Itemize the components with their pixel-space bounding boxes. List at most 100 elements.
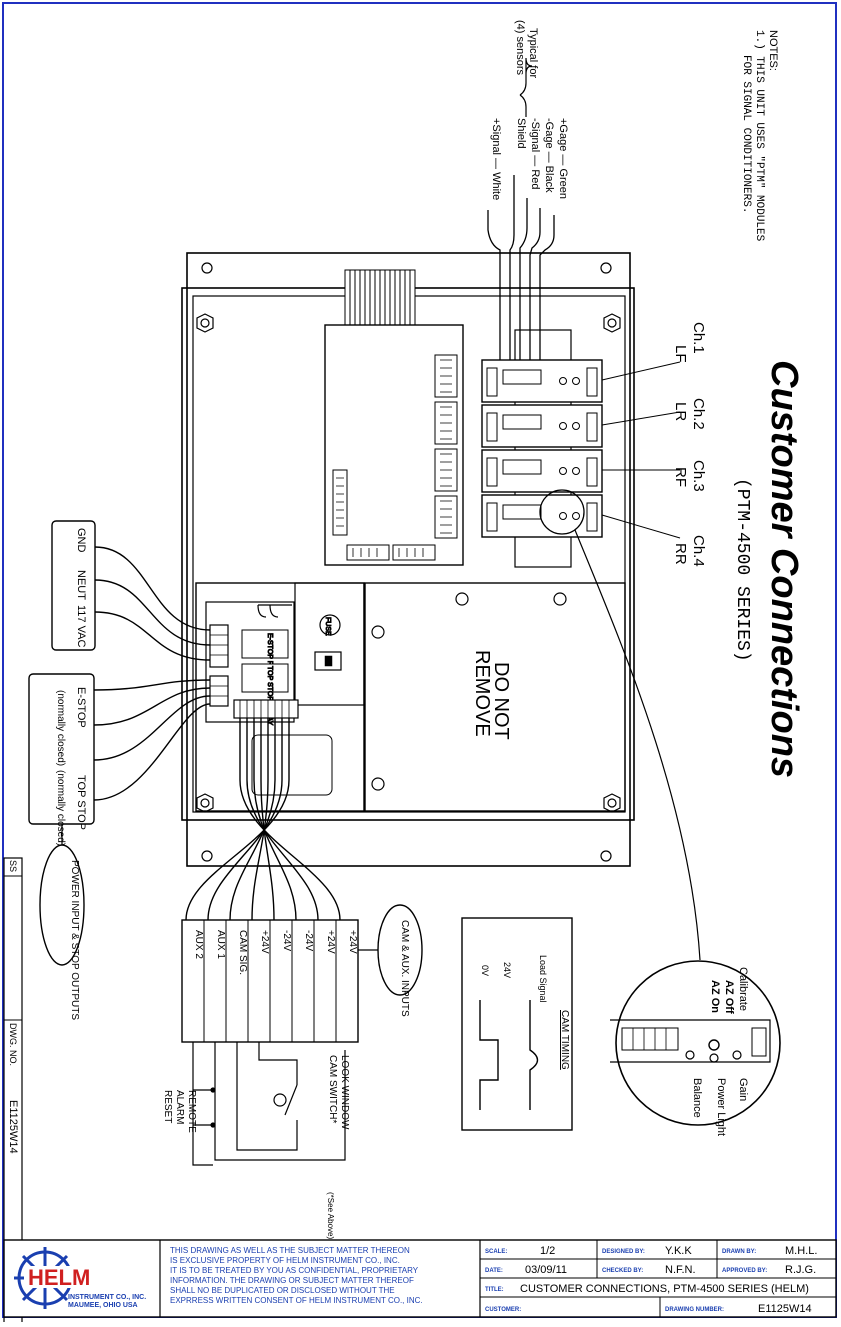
cover-panel: DO NOT REMOVE — [364, 582, 626, 812]
company-line1: INSTRUMENT CO., INC. — [68, 1294, 146, 1301]
gnd-label: GND — [75, 528, 87, 553]
disclaimer-6: EXPRRESS WRITTEN CONSENT OF HELM INSTRUM… — [170, 1296, 423, 1305]
module-ch3 — [481, 449, 603, 493]
typical-line2: (4) sensors — [514, 20, 526, 76]
disclaimer-5: SHALL NO BE DUPLICATED OR DISCLOSED WITH… — [170, 1286, 395, 1295]
cam-timing-title: CAM TIMING — [559, 1010, 570, 1070]
ch2-name: Ch.2 — [690, 398, 707, 430]
logo-text: HELM — [28, 1265, 90, 1290]
ch4-pos: RR — [672, 543, 689, 565]
fuse-icon — [319, 614, 341, 636]
wire-1: +Gage — Green — [557, 118, 569, 199]
date-label: DATE: — [485, 1268, 503, 1274]
az-off-label: AZ Off — [723, 980, 735, 1014]
drawn-value: M.H.L. — [785, 1245, 817, 1257]
neut-label: NEUT — [75, 570, 87, 600]
legend-brace — [519, 57, 533, 117]
cam-inputs-label: CAM & AUX. INPUTS — [399, 920, 410, 1017]
scale-value: 1/2 — [540, 1245, 555, 1257]
side-strip: SS DWG. NO. E1125W14 — [3, 857, 23, 1327]
wire-2: -Gage — Black — [543, 118, 555, 193]
company-line2: MAUMEE, OHIO USA — [68, 1302, 138, 1309]
cam-term-3: -24V — [303, 930, 314, 951]
cam-terminal-block — [233, 699, 299, 719]
disclaimer-3: IT IS TO BE TREATED BY YOU AS CONFIDENTI… — [170, 1266, 419, 1275]
module-ch1 — [481, 359, 603, 403]
estop-relay-label: E-STOP RELAY — [266, 633, 273, 684]
remote-reset-1: REMOTE — [186, 1090, 197, 1133]
look-window-label: LOOK WINDOW — [339, 1055, 350, 1130]
dwg-no-value: E1125W14 — [7, 1100, 19, 1154]
notes-line2: FOR SIGNAL CONDITIONERS. — [740, 55, 752, 213]
ch1-pos: LF — [672, 345, 689, 363]
fuse-label: FUSE — [324, 617, 331, 636]
remove-label: REMOVE — [471, 650, 493, 737]
approved-label: APPROVED BY: — [722, 1268, 767, 1274]
topstop-label: TOP STOP — [75, 775, 87, 830]
cam-term-4: -24V — [281, 930, 292, 951]
remote-reset-3: RESET — [162, 1090, 173, 1123]
power-input-bubble — [39, 844, 85, 966]
disclaimer-2: IS EXCLUSIVE PROPERTY OF HELM INSTRUMENT… — [170, 1256, 400, 1265]
stop-terminal-block — [209, 675, 229, 707]
page-subtitle: (PTM-4500 SERIES) — [732, 478, 752, 662]
cam-term-8: AUX 2 — [193, 930, 204, 959]
cam-term-5: +24V — [259, 930, 270, 954]
wire-4: Shield — [515, 118, 527, 149]
module-ch2 — [481, 404, 603, 448]
power-input: GND NEUT 117 VAC E-STOP (normally closed… — [28, 520, 211, 1020]
disclaimer: THIS DRAWING AS WELL AS THE SUBJECT MATT… — [170, 1246, 423, 1305]
page-title: Customer Connections — [763, 360, 805, 778]
enclosure-flange — [186, 252, 631, 867]
estop-label: E-STOP — [75, 687, 87, 728]
balance-label: Balance — [691, 1078, 703, 1118]
ss-label: SS — [8, 860, 18, 872]
az-on-label: AZ On — [709, 980, 721, 1013]
cam-timing: CAM TIMING Load Signal 24V 0V — [461, 917, 573, 1131]
detail-callout-circle — [539, 489, 585, 535]
title-block: HELM INSTRUMENT CO., INC. MAUMEE, OHIO U… — [3, 1239, 837, 1318]
wire-5: +Signal — White — [490, 118, 502, 200]
designed-value: Y.K.K — [665, 1245, 692, 1257]
checked-value: N.F.N. — [665, 1264, 696, 1276]
channel-labels: Ch.1 LF Ch.2 LR Ch.3 RF Ch.4 RR — [601, 322, 707, 567]
title-value: CUSTOMER CONNECTIONS, PTM-4500 SERIES (H… — [520, 1283, 809, 1295]
drawing-number-value: E1125W14 — [758, 1303, 812, 1315]
cam-term-2: +24V — [325, 930, 336, 954]
disclaimer-1: THIS DRAWING AS WELL AS THE SUBJECT MATT… — [170, 1246, 410, 1255]
ch4-name: Ch.4 — [690, 535, 707, 567]
ch2-pos: LR — [672, 402, 689, 421]
approved-value: R.J.G. — [785, 1264, 816, 1276]
scale-label: SCALE: — [485, 1249, 507, 1255]
cam-term-6: CAM SIG. — [237, 930, 248, 975]
notes-line1: 1.) THIS UNIT USES "PTM" MODULES — [753, 30, 765, 242]
gain-label: Gain — [737, 1078, 749, 1101]
drawn-label: DRAWN BY: — [722, 1249, 756, 1255]
customer-label: CUSTOMER: — [485, 1307, 521, 1313]
power-terminal-box — [51, 520, 96, 651]
title-label: TITLE: — [485, 1287, 504, 1293]
power-light-label: Power Light — [715, 1078, 727, 1136]
notes-heading: NOTES: — [767, 30, 779, 71]
power-terminal-block — [209, 624, 229, 668]
remote-reset-2: ALARM — [174, 1090, 185, 1124]
din-rail — [514, 329, 572, 568]
ptm-modules — [481, 359, 603, 538]
main-pcb — [324, 324, 464, 566]
vac-label: 117 VAC — [75, 605, 87, 647]
designed-label: DESIGNED BY: — [602, 1249, 645, 1255]
topstop-note: (normally closed) — [55, 770, 66, 846]
load-signal-label: Load Signal — [538, 955, 548, 1003]
power-board: FUSE E-STOP RELAY TOP STOP RELAY — [195, 582, 365, 812]
checked-label: CHECKED BY: — [602, 1268, 643, 1274]
see-above-note: (*See Above) — [326, 1192, 335, 1239]
calibrate-label: Calibrate — [737, 967, 749, 1011]
sensor-wiring-legend: Typical for (4) sensors +Gage — Green -G… — [487, 20, 569, 373]
notes-block: NOTES: 1.) THIS UNIT USES "PTM" MODULES … — [740, 30, 779, 242]
disclaimer-4: INFORMATION. THE DRAWING OR SUBJECT MATT… — [170, 1276, 414, 1285]
typical-line1: Typical for — [527, 28, 539, 78]
topstop-relay-label: TOP STOP RELAY — [266, 666, 273, 726]
cam-term-1: +24V — [347, 930, 358, 954]
